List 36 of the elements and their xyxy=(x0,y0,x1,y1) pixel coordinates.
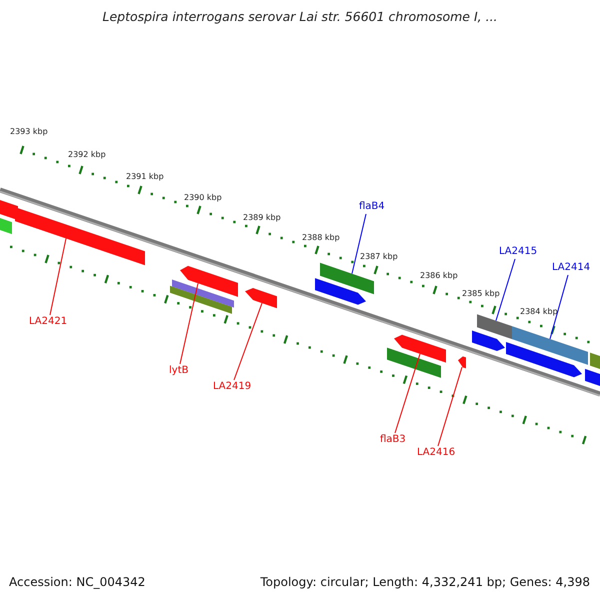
gene-label: LA2414 xyxy=(552,263,590,273)
leader-line xyxy=(550,274,568,340)
leader-line xyxy=(50,238,66,316)
scale-label: 2390 kbp xyxy=(184,194,222,202)
gene-label: LA2421 xyxy=(29,317,68,327)
scale-label: 2391 kbp xyxy=(126,173,164,181)
footer-text: Accession: NC_004342 xyxy=(9,576,146,588)
gene-feature xyxy=(477,314,512,340)
scale-label: 2387 kbp xyxy=(360,253,398,261)
leader-line xyxy=(394,353,420,434)
leader-line xyxy=(234,302,262,380)
gene-feature xyxy=(458,356,466,368)
gene-label: flaB3 xyxy=(380,435,406,445)
gene-feature xyxy=(180,266,238,297)
leader-line xyxy=(180,282,198,364)
scale-label: 2384 kbp xyxy=(520,308,558,316)
leader-line xyxy=(496,258,516,322)
gene-label: lytB xyxy=(169,366,188,376)
scale-label: 2392 kbp xyxy=(68,151,106,159)
gene-feature xyxy=(15,207,145,266)
scale-label: 2386 kbp xyxy=(420,272,458,280)
footer-text: Topology: circular; Length: 4,332,241 bp; Genes: 4,398 xyxy=(260,576,590,588)
title: Leptospira interrogans serovar Lai str. 56601 chromosome I, ... xyxy=(101,11,499,24)
scale-label: 2389 kbp xyxy=(243,214,281,222)
gene-feature xyxy=(394,334,446,363)
scale-label: 2393 kbp xyxy=(10,128,48,136)
gene-label: LA2419 xyxy=(213,382,252,392)
scale-label: 2388 kbp xyxy=(302,234,340,242)
gene-label: flaB4 xyxy=(359,202,385,212)
gene-label: LA2416 xyxy=(417,448,456,458)
gene-feature xyxy=(320,262,374,294)
gene-label: LA2415 xyxy=(499,247,538,257)
gene-feature xyxy=(512,326,588,365)
leader-line xyxy=(438,366,462,446)
gene-feature xyxy=(245,288,277,308)
scale-label: 2385 kbp xyxy=(462,290,500,298)
